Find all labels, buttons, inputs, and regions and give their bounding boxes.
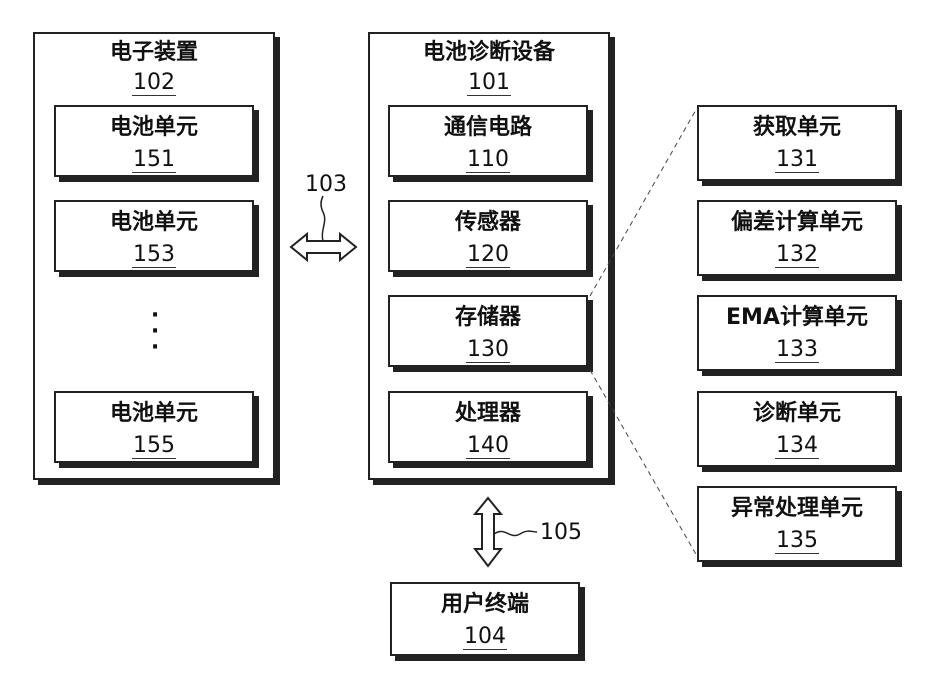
diagnosis-unit-box: 诊断单元 134	[697, 391, 897, 467]
component-ref: 110	[390, 147, 586, 173]
anomaly-handling-unit-box: 异常处理单元 135	[697, 486, 897, 562]
component-ref: 130	[390, 337, 586, 363]
unit-ref: 134	[699, 433, 895, 459]
electronic-device-ref: 102	[35, 70, 273, 96]
battery-cell-ref: 151	[56, 147, 252, 173]
unit-ref: 131	[699, 147, 895, 173]
user-terminal-ref: 104	[392, 624, 578, 650]
component-title: 存储器	[390, 305, 586, 331]
user-terminal-box: 用户终端 104	[390, 582, 580, 656]
battery-cell-151: 电池单元 151	[54, 105, 254, 177]
communication-circuit-box: 通信电路 110	[388, 105, 588, 177]
user-terminal-title: 用户终端	[392, 592, 578, 618]
battery-cell-ref: 153	[56, 242, 252, 268]
battery-cell-title: 电池单元	[56, 210, 252, 236]
unit-ref: 135	[699, 528, 895, 554]
component-title: 传感器	[390, 210, 586, 236]
memory-box: 存储器 130	[388, 295, 588, 367]
deviation-calc-unit-box: 偏差计算单元 132	[697, 200, 897, 276]
unit-title: 获取单元	[699, 115, 895, 141]
unit-title: 异常处理单元	[699, 496, 895, 522]
processor-box: 处理器 140	[388, 391, 588, 463]
cells-ellipsis: · · ·	[145, 308, 165, 356]
component-title: 处理器	[390, 401, 586, 427]
unit-title: 诊断单元	[699, 401, 895, 427]
battery-cell-title: 电池单元	[56, 401, 252, 427]
device-link-ref: 103	[305, 172, 347, 198]
diagnosis-apparatus-title: 电池诊断设备	[370, 40, 608, 66]
component-ref: 140	[390, 433, 586, 459]
battery-cell-153: 电池单元 153	[54, 200, 254, 272]
unit-title: 偏差计算单元	[699, 210, 895, 236]
acquisition-unit-box: 获取单元 131	[697, 105, 897, 181]
unit-ref: 133	[699, 337, 895, 363]
component-title: 通信电路	[390, 115, 586, 141]
battery-cell-title: 电池单元	[56, 115, 252, 141]
electronic-device-title: 电子装置	[35, 40, 273, 66]
unit-ref: 132	[699, 242, 895, 268]
terminal-link-leader	[494, 531, 537, 535]
sensor-box: 传感器 120	[388, 200, 588, 272]
device-link-arrow	[291, 234, 356, 260]
ema-calc-unit-box: EMA计算单元 133	[697, 295, 897, 371]
device-link-leader	[321, 196, 325, 241]
terminal-link-arrow	[475, 498, 501, 566]
terminal-link-ref: 105	[540, 520, 582, 546]
unit-title: EMA计算单元	[699, 305, 895, 331]
component-ref: 120	[390, 242, 586, 268]
battery-cell-155: 电池单元 155	[54, 391, 254, 463]
diagnosis-apparatus-ref: 101	[370, 70, 608, 96]
battery-cell-ref: 155	[56, 433, 252, 459]
